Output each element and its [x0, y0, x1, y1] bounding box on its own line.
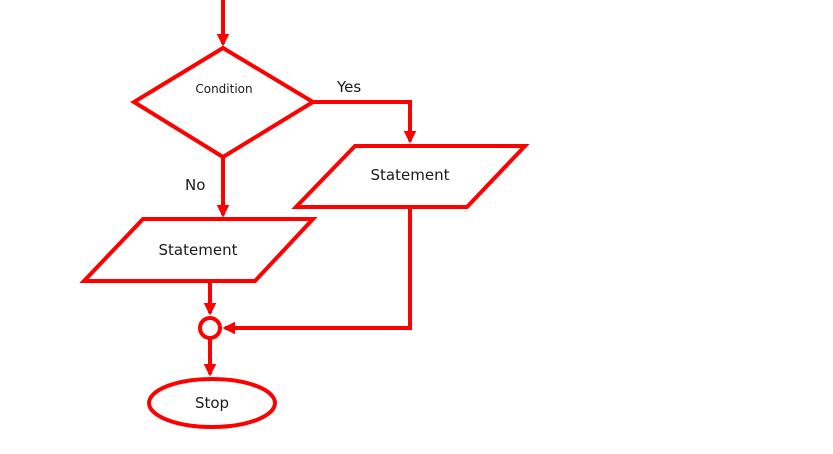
- yes-edge-label: Yes: [336, 78, 361, 96]
- statement-yes-shape: [291, 144, 530, 209]
- stop-label: Stop: [195, 394, 229, 412]
- merge-connector: [198, 316, 222, 340]
- yes-arrow: [313, 100, 417, 144]
- yes-to-merge-arrow: [222, 207, 412, 335]
- condition-label: Condition: [195, 82, 252, 96]
- statement-yes-label: Statement: [371, 166, 450, 184]
- stop-terminator: [147, 377, 277, 429]
- no-edge-label: No: [185, 176, 205, 194]
- statement-no-label: Statement: [159, 241, 238, 259]
- statement-no-shape: [79, 217, 318, 283]
- condition-diamond: [130, 45, 317, 160]
